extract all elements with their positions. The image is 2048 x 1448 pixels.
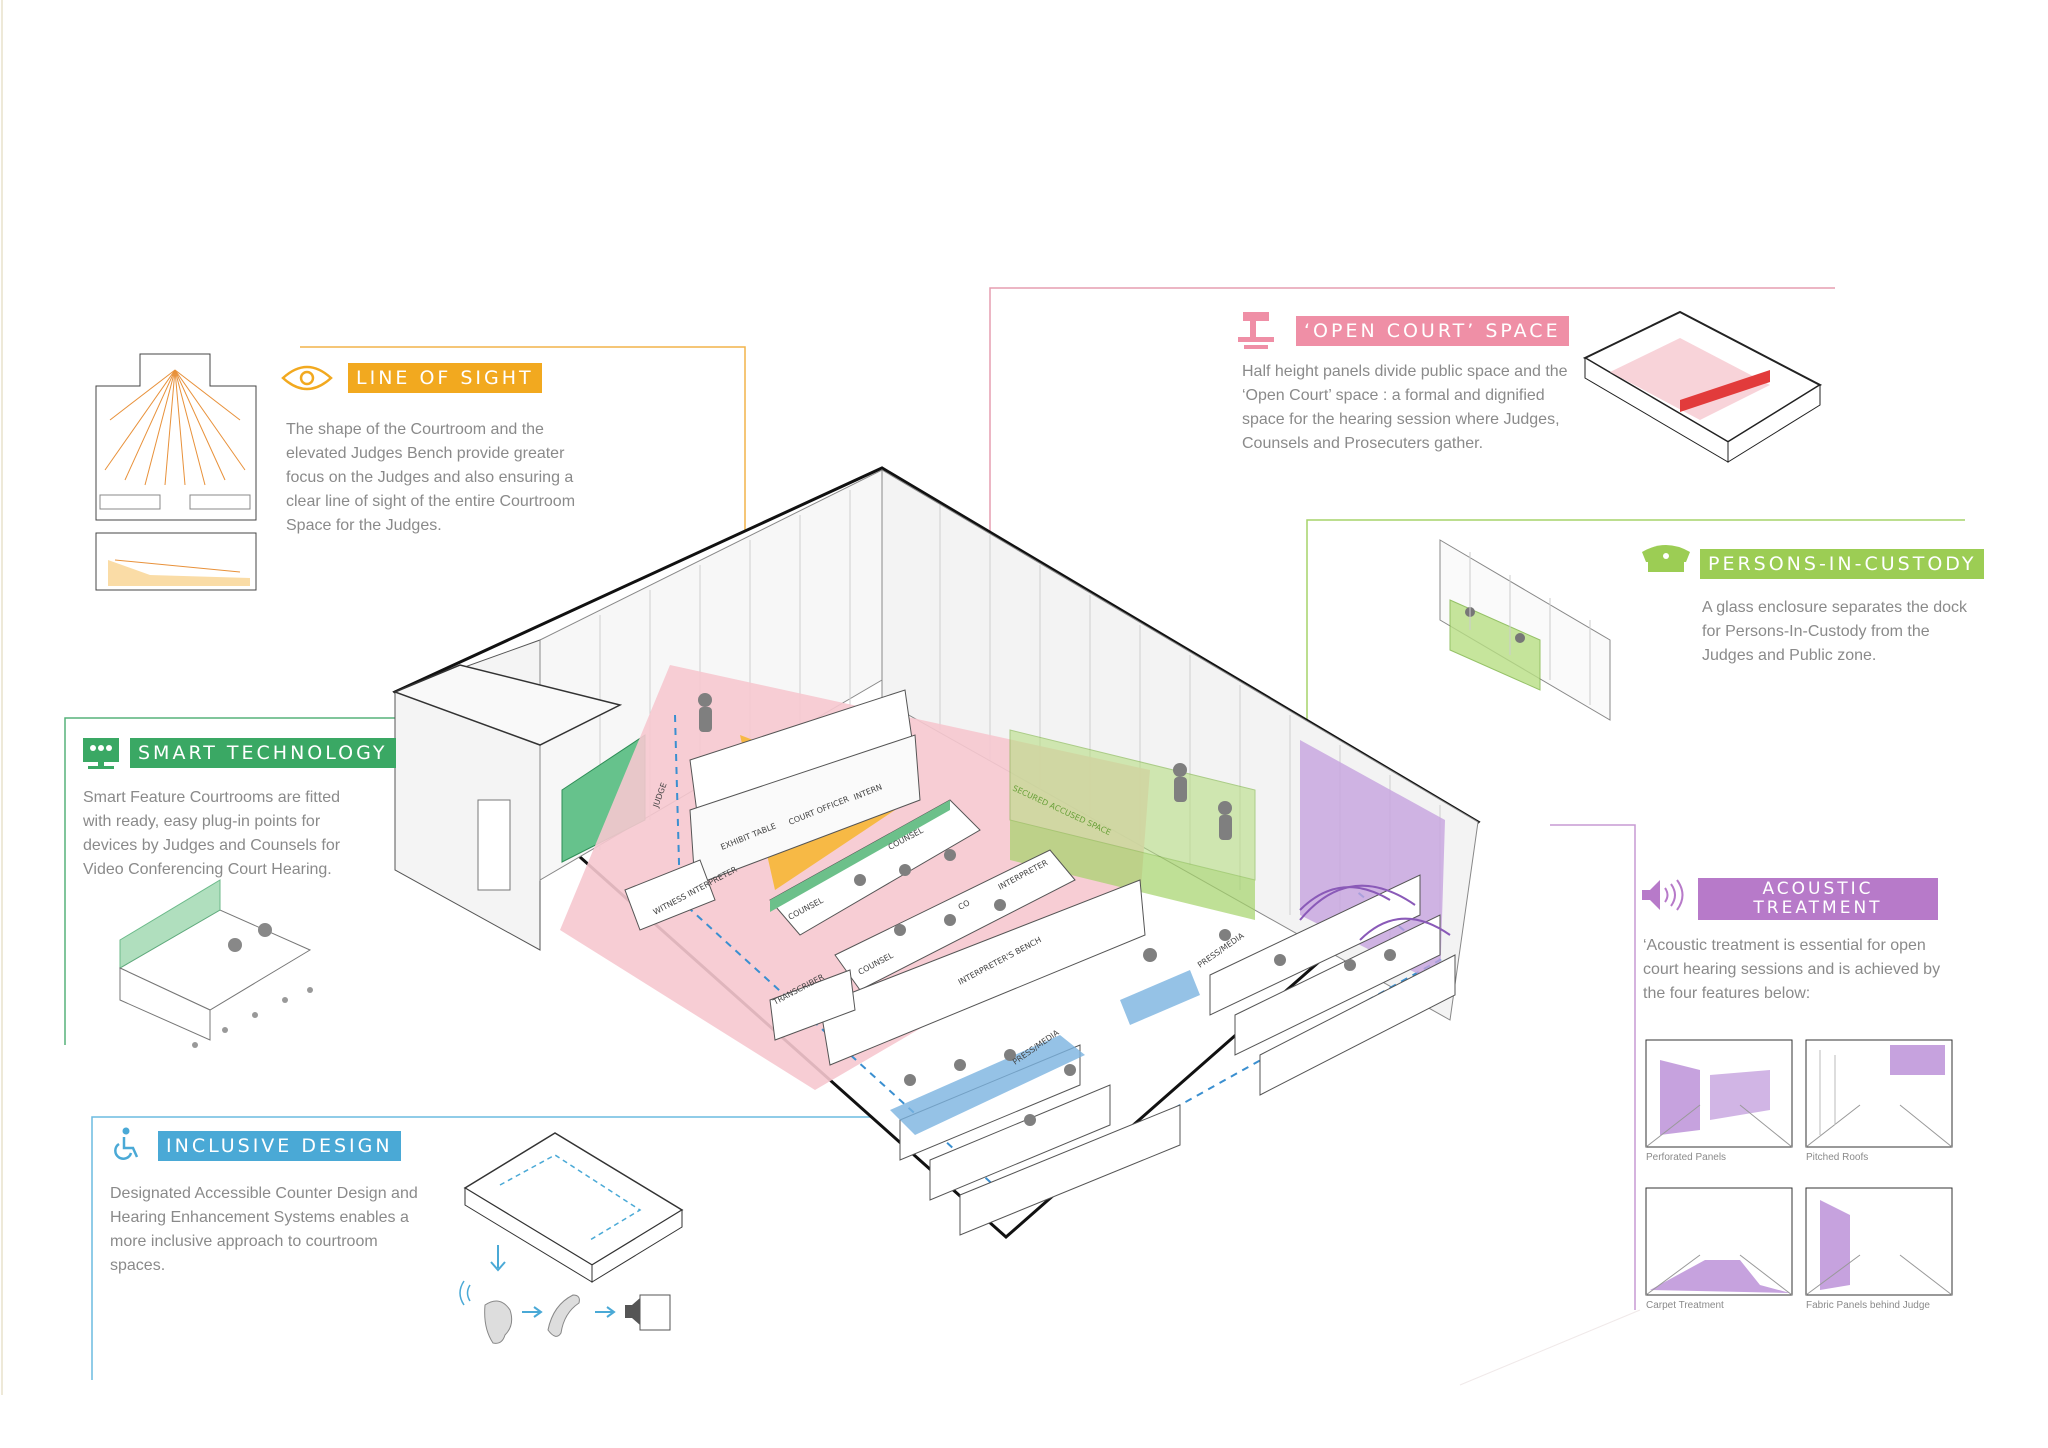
smart-tech-model bbox=[118, 879, 313, 1048]
acoustic-text: ‘Acoustic treatment is essential for ope… bbox=[1643, 937, 1941, 1002]
acoustic-title-line1: ACOUSTIC bbox=[1762, 879, 1874, 899]
sound-waves bbox=[1299, 884, 1451, 941]
open-court-title: ‘OPEN COURT’ SPACE bbox=[1296, 316, 1569, 346]
acoustic-title-box: ACOUSTIC TREATMENT bbox=[1698, 878, 1938, 920]
press-area-left bbox=[890, 1035, 1085, 1135]
gavel-icon bbox=[1238, 312, 1274, 349]
hearing-chain bbox=[459, 1280, 671, 1344]
custody-model bbox=[1439, 539, 1611, 721]
inclusive-design-title: INCLUSIVE DESIGN bbox=[158, 1131, 401, 1161]
persons-in-custody-title: PERSONS-IN-CUSTODY bbox=[1700, 549, 1985, 579]
door bbox=[477, 799, 511, 891]
inclusive-model bbox=[463, 1132, 684, 1283]
speaker-icon bbox=[1642, 879, 1684, 911]
persons-in-custody-leader bbox=[1306, 519, 1965, 790]
acoustic-leader bbox=[1550, 824, 1636, 1310]
smart-technology-title: SMART TECHNOLOGY bbox=[130, 738, 396, 768]
acoustic-title-line2: TREATMENT bbox=[1753, 898, 1883, 918]
police-cap-icon bbox=[1642, 545, 1690, 572]
acoustic-thumbnails bbox=[1645, 1039, 1953, 1296]
inclusive-design-leader bbox=[91, 1116, 1070, 1380]
caption-fabric: Fabric Panels behind Judge bbox=[1806, 1300, 1930, 1311]
interpreters-bench bbox=[819, 879, 1146, 1066]
inclusive-design-text: Designated Accessible Counter Design and… bbox=[110, 1185, 418, 1274]
caption-pitched-roofs: Pitched Roofs bbox=[1806, 1152, 1869, 1163]
video-conference-icon bbox=[83, 738, 119, 769]
wheelchair-icon bbox=[114, 1127, 139, 1160]
witness-desk bbox=[624, 859, 716, 931]
open-court-text: Half height panels divide public space a… bbox=[1242, 363, 1568, 452]
counsel-table-1 bbox=[769, 799, 981, 936]
line-of-sight-text: The shape of the Courtroom and the eleva… bbox=[286, 421, 576, 534]
people bbox=[698, 693, 1396, 1126]
caption-perforated: Perforated Panels bbox=[1646, 1152, 1727, 1163]
smart-technology-text: Smart Feature Courtrooms are fitted with… bbox=[83, 789, 341, 878]
clerk-bench bbox=[689, 734, 921, 886]
accused-counter bbox=[1010, 820, 1255, 920]
open-court-model bbox=[1582, 310, 1823, 463]
persons-in-custody-text: A glass enclosure separates the dock for… bbox=[1702, 599, 1968, 664]
transcriber-desk bbox=[769, 969, 856, 1041]
caption-carpet: Carpet Treatment bbox=[1646, 1300, 1724, 1311]
counsel-green-strip bbox=[770, 800, 950, 912]
line-of-sight-title: LINE OF SIGHT bbox=[348, 363, 542, 393]
line-of-sight-plan bbox=[95, 353, 257, 591]
annex-roof bbox=[392, 664, 623, 746]
courtroom-model: JUDGE EXHIBIT TABLE COURT OFFICER INTERN… bbox=[392, 466, 1481, 1240]
wheelchair-space bbox=[1120, 970, 1200, 1025]
eye-icon bbox=[281, 365, 333, 391]
faint-line bbox=[1459, 1309, 1641, 1386]
